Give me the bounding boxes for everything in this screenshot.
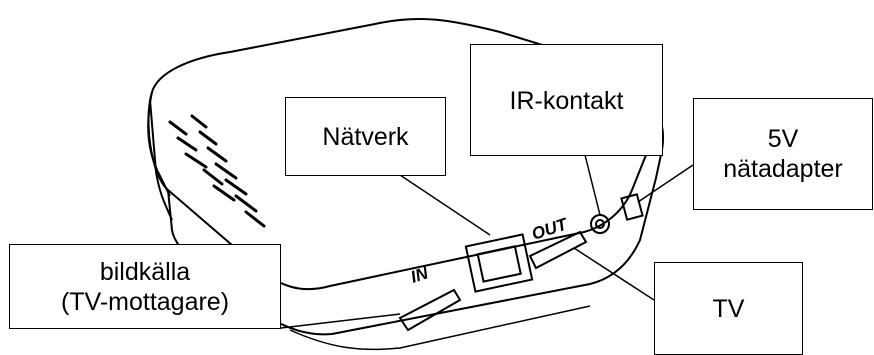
ir-jack-center — [595, 219, 605, 229]
hdmi-out-port — [528, 230, 588, 270]
dc-power-port — [620, 193, 644, 221]
ethernet-port — [464, 233, 534, 293]
leader-lines — [280, 154, 694, 329]
callout-tv-text: TV — [712, 294, 745, 323]
ethernet-port-inner — [476, 245, 522, 283]
port-marking-in: IN — [408, 263, 431, 287]
hdmi-in-port — [398, 288, 462, 332]
callout-5v-natadapter: 5V nätadapter — [693, 98, 873, 210]
device-left-bottom — [149, 99, 173, 221]
device-base-shadow — [289, 305, 591, 351]
ports — [398, 193, 644, 332]
callout-ir-kontakt: IR-kontakt — [470, 44, 663, 156]
callout-tv: TV — [654, 262, 803, 355]
callout-natverk-text: Nätverk — [322, 122, 409, 151]
callout-natverk: Nätverk — [285, 97, 446, 176]
ir-jack — [590, 214, 610, 234]
leader-bildkalla — [280, 313, 401, 329]
leader-5v — [637, 164, 694, 203]
callout-bildkalla: bildkälla (TV-mottagare) — [9, 244, 281, 329]
leader-tv — [573, 247, 655, 301]
side-vents — [168, 114, 266, 228]
leader-natverk — [399, 174, 491, 236]
callout-5v-line1: 5V — [767, 125, 799, 153]
callout-5v-line2: nätadapter — [723, 155, 843, 183]
callout-bildkalla-line1: bildkälla — [99, 257, 191, 286]
callout-bildkalla-line2: (TV-mottagare) — [60, 287, 230, 316]
leader-ir — [584, 154, 601, 216]
callout-ir-kontakt-text: IR-kontakt — [509, 87, 624, 115]
